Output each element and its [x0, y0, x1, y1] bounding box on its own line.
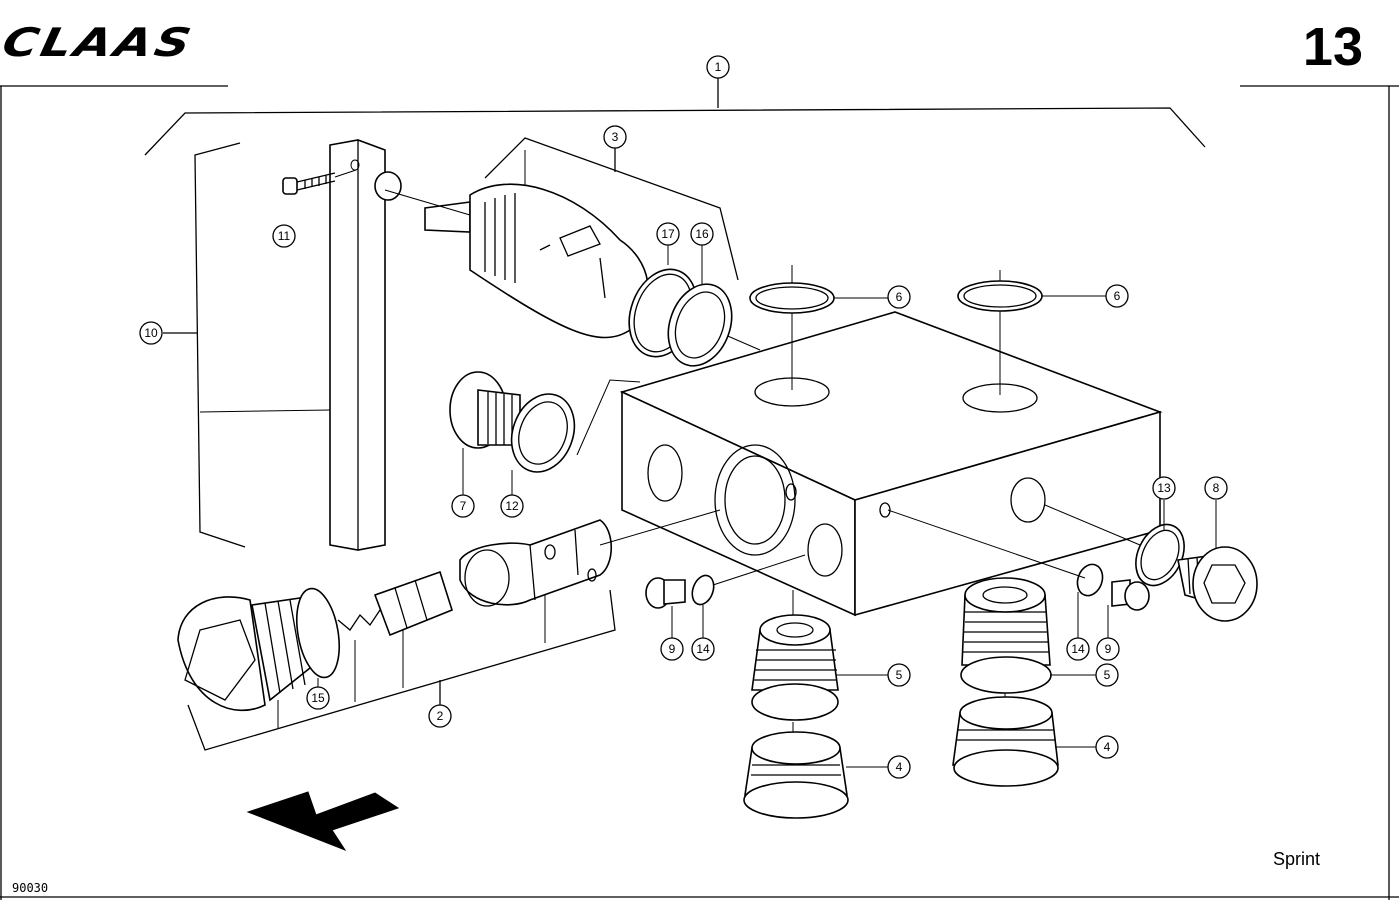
svg-text:10: 10	[144, 326, 158, 340]
svg-text:8: 8	[1213, 481, 1220, 495]
svg-text:12: 12	[505, 499, 519, 513]
callout-16: 16	[690, 222, 714, 246]
callout-10: 10	[139, 321, 163, 345]
callout-12: 12	[500, 494, 524, 518]
svg-text:11: 11	[278, 229, 291, 243]
small-plugs-right	[887, 509, 1150, 638]
fittings-right	[952, 577, 1096, 787]
svg-text:17: 17	[661, 227, 675, 241]
svg-text:5: 5	[896, 668, 903, 682]
callout-13: 13	[1152, 476, 1176, 500]
callout-3: 3	[603, 125, 627, 149]
fittings-left	[743, 590, 888, 819]
svg-text:16: 16	[695, 227, 709, 241]
relief-valve-assembly	[177, 509, 721, 712]
drawing-number: 90030	[12, 881, 49, 895]
callout-5-left: 5	[887, 663, 911, 687]
callout-8: 8	[1204, 476, 1228, 500]
svg-text:6: 6	[1114, 289, 1121, 303]
svg-text:13: 13	[1157, 481, 1171, 495]
spool-valve-part	[384, 183, 761, 351]
direction-arrow-icon	[246, 791, 400, 852]
bolt-part	[282, 159, 360, 195]
svg-text:9: 9	[669, 642, 676, 656]
svg-text:7: 7	[460, 499, 467, 513]
callout-6-left: 6	[887, 285, 911, 309]
page-number: 13	[1302, 17, 1363, 77]
svg-text:15: 15	[311, 691, 325, 705]
svg-text:3: 3	[612, 130, 619, 144]
callout-17: 17	[656, 222, 680, 246]
callout-9-right: 9	[1096, 637, 1120, 661]
callout-6-right: 6	[1105, 284, 1129, 308]
svg-text:9: 9	[1105, 642, 1112, 656]
svg-text:6: 6	[896, 290, 903, 304]
svg-text:2: 2	[437, 709, 444, 723]
svg-text:1: 1	[715, 60, 722, 74]
group-brackets	[144, 78, 1206, 751]
svg-text:4: 4	[1104, 740, 1111, 754]
callout-14-left: 14	[691, 637, 715, 661]
callout-9-left: 9	[660, 637, 684, 661]
svg-text:5: 5	[1104, 668, 1111, 682]
lever-part	[329, 139, 402, 551]
callout-11: 11	[272, 224, 296, 248]
seals-16-17	[628, 244, 733, 367]
svg-text:4: 4	[896, 760, 903, 774]
svg-text:14: 14	[1071, 642, 1085, 656]
small-plugs-left	[645, 554, 806, 638]
svg-text:14: 14	[696, 642, 710, 656]
callout-15: 15	[306, 686, 330, 710]
callout-4-left: 4	[887, 755, 911, 779]
model-label: Sprint	[1273, 849, 1321, 869]
callout-7: 7	[451, 494, 475, 518]
callout-4-right: 4	[1095, 735, 1119, 759]
callouts: 1 2 3 4 4 5 5 6 6 7 8 9 9 10 11 12 13 14…	[139, 55, 1228, 779]
plug-7-seal-12	[449, 371, 576, 495]
callout-5-right: 5	[1095, 663, 1119, 687]
plug-8-seal-13	[1044, 500, 1258, 622]
callout-14-right: 14	[1066, 637, 1090, 661]
page-frame	[0, 85, 1399, 900]
o-rings-6	[749, 280, 1106, 314]
callout-2: 2	[428, 704, 452, 728]
callout-1: 1	[706, 55, 730, 79]
valve-block	[619, 265, 1163, 617]
